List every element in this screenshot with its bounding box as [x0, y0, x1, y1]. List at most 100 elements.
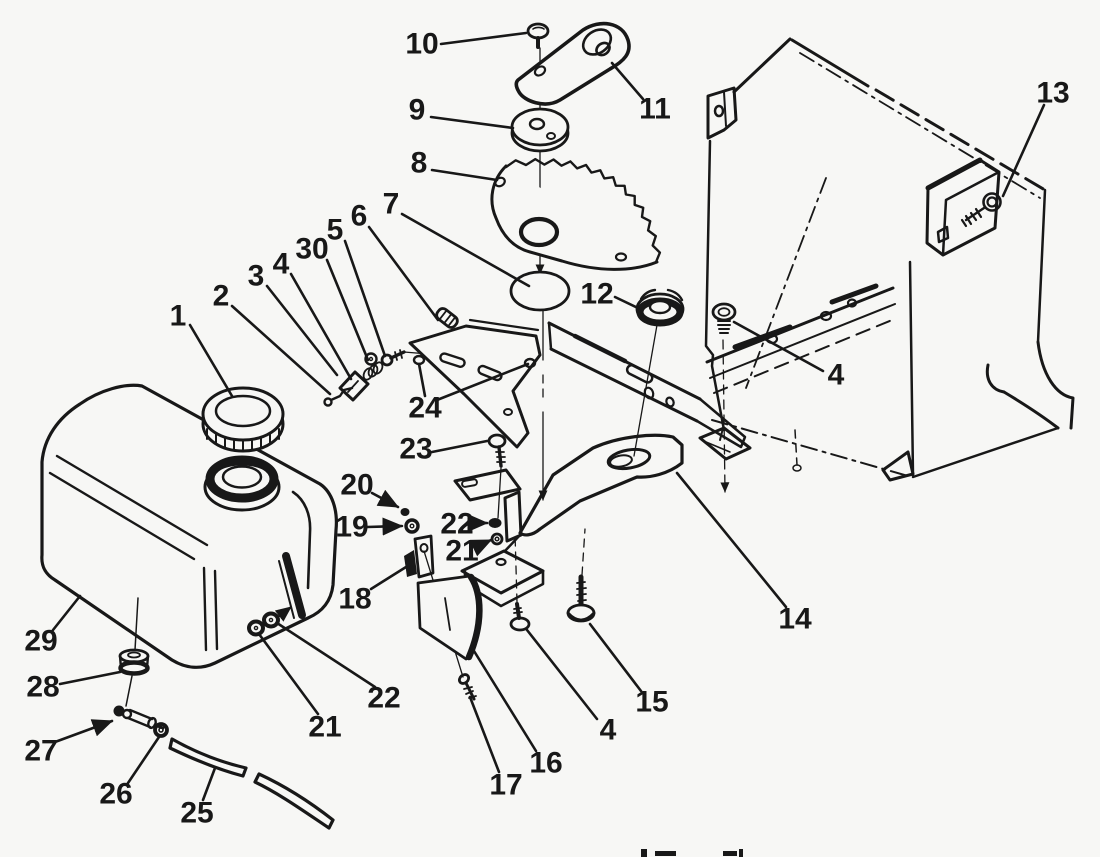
tank-top-fold: [55, 454, 209, 547]
plate-hole: [581, 28, 613, 56]
callout-4-leader: [525, 628, 599, 721]
callout-14: 14: [675, 471, 812, 636]
callout-17: 17: [468, 695, 523, 802]
frame-bracket-14: [460, 321, 747, 608]
callout-7-label: 7: [383, 188, 400, 221]
callout-7-leader: [400, 212, 531, 288]
callout-28-label: 28: [26, 671, 59, 704]
tank-body: [40, 383, 338, 669]
washer-20: [400, 508, 410, 516]
frame-platform: [518, 433, 684, 537]
callout-29-label: 29: [24, 625, 57, 658]
callout-29: 29: [24, 594, 82, 658]
callout-17-label: 17: [489, 769, 522, 802]
nut-21: [490, 532, 504, 546]
callout-18: 18: [338, 560, 416, 616]
callout-24: 24: [408, 362, 530, 425]
callout-11-leader: [610, 61, 645, 101]
gear-hole: [494, 176, 506, 188]
callout-23: 23: [399, 433, 489, 466]
callout-9: 9: [409, 94, 515, 130]
callout-22-label: 22: [440, 508, 473, 541]
callout-15: 15: [588, 622, 669, 719]
callout-30-label: 30: [295, 233, 328, 266]
panel-rear-hook: [1036, 340, 1075, 430]
callout-21: 21: [257, 632, 342, 744]
callout-24-leader: [417, 362, 427, 398]
callout-13-leader: [1001, 103, 1046, 198]
callout-18-leader: [369, 560, 416, 591]
nut-19: [404, 518, 420, 534]
callout-3-leader: [265, 284, 339, 377]
gear-teeth: [504, 157, 662, 264]
callout-3: 3: [248, 260, 339, 377]
drain-axis-arrow: [274, 606, 292, 622]
callout-22-leader: [275, 621, 377, 689]
callout-15-label: 15: [635, 686, 668, 719]
plate-slot: [533, 65, 547, 77]
channel-hole: [665, 396, 675, 408]
screw-10: [526, 22, 550, 49]
washer-30: [364, 352, 378, 366]
guard-16: [416, 573, 483, 661]
callout-8: 8: [411, 147, 499, 182]
callout-26-label: 26: [99, 778, 132, 811]
callout-14-leader: [675, 471, 788, 609]
callout-13-label: 13: [1036, 77, 1069, 110]
cap-ribs: [206, 428, 280, 451]
callout-2-label: 2: [213, 280, 230, 313]
callout-16: 16: [472, 649, 563, 780]
callout-1-leader: [188, 323, 234, 398]
callout-24-leader: [435, 362, 530, 402]
fuel-tank: [40, 383, 338, 669]
callout-4-label: 4: [828, 359, 845, 392]
callout-24-label: 24: [408, 392, 442, 425]
callout-22-label: 22: [367, 682, 400, 715]
callout-29-leader: [51, 594, 82, 632]
grommet-slot: [625, 363, 654, 384]
bumper-6: [435, 307, 459, 329]
carriage-bolt-15: [566, 528, 596, 623]
callout-12-label: 12: [580, 278, 613, 311]
callout-4: 4: [732, 320, 845, 392]
fuel-pickup-line: [125, 597, 139, 707]
foot-plate-hole: [495, 557, 507, 567]
callout-21: 21: [445, 535, 493, 568]
screw-4-right: [711, 302, 737, 493]
platform-obround-hole: [606, 447, 652, 471]
callout-16-label: 16: [529, 747, 562, 780]
callout-4-label: 4: [600, 714, 617, 747]
plate-s-slot: [477, 364, 503, 382]
control-bracket-plate: [408, 318, 542, 449]
callout-26-leader: [126, 735, 161, 785]
callout-3-label: 3: [248, 260, 265, 293]
callout-28: 28: [26, 670, 122, 704]
callout-25-leader: [201, 766, 217, 802]
callout-23-leader: [430, 439, 489, 454]
spring-4: [362, 361, 384, 381]
callout-5-label: 5: [327, 214, 344, 247]
callout-4: 4: [273, 248, 353, 381]
callout-10: 10: [405, 28, 528, 61]
callout-22: 22: [275, 621, 401, 715]
grommet-28: [118, 648, 150, 676]
callout-6-leader: [367, 225, 440, 322]
filler-neck: [203, 455, 281, 512]
callout-11: 11: [610, 61, 671, 126]
callout-11-label: 11: [639, 93, 671, 126]
callout-28-leader: [58, 670, 122, 686]
callout-17-leader: [468, 695, 501, 774]
callout-25: 25: [180, 766, 217, 830]
panel-right-foot: [881, 450, 915, 482]
callout-7: 7: [383, 188, 531, 288]
callout-20-leader: [370, 489, 400, 509]
bracket-slot: [461, 478, 478, 488]
callout-9-leader: [429, 115, 515, 130]
callout-10-label: 10: [405, 28, 438, 61]
callout-6: 6: [351, 200, 440, 322]
washer-7: [509, 270, 571, 312]
cable-clamp-bracket: [453, 468, 523, 543]
callout-14-label: 14: [778, 603, 812, 636]
screw-13: [960, 192, 1002, 228]
